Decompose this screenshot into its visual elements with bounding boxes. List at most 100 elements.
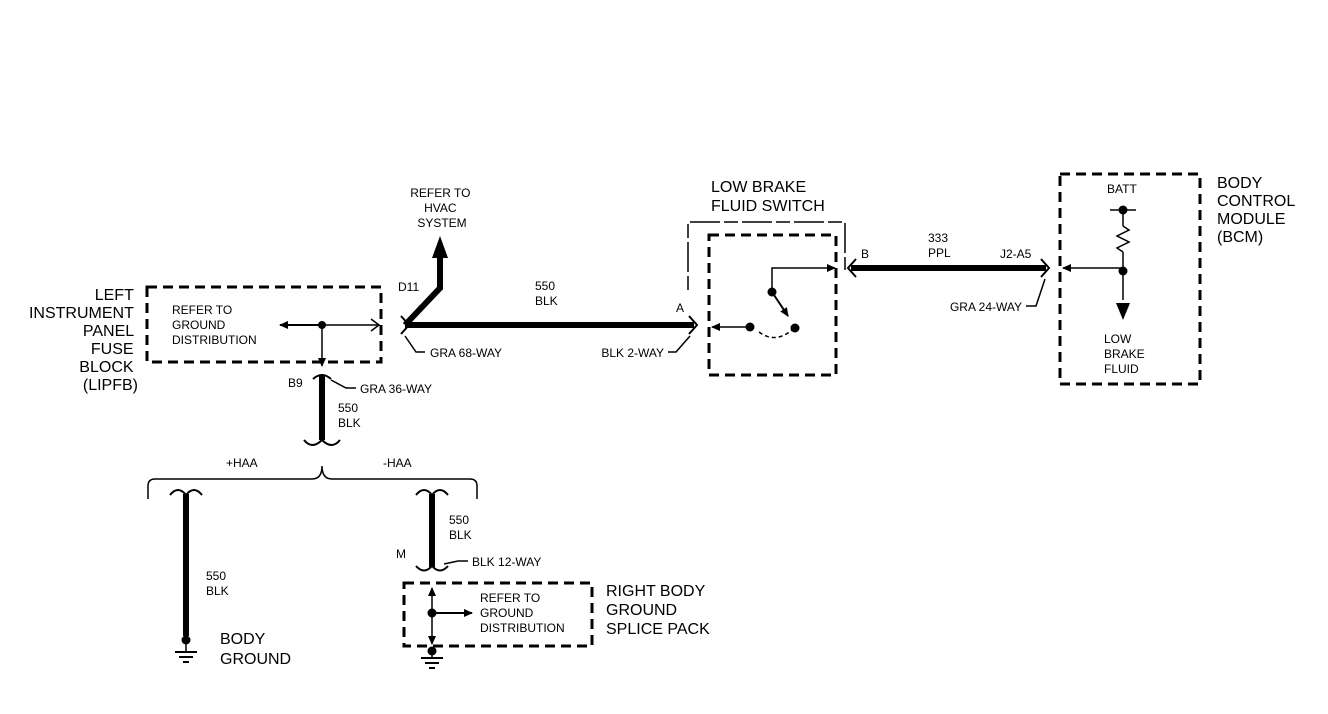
main-wire-550: 550 BLK A BLK 2-WAY [405,279,699,360]
bcm-label-line-2: CONTROL [1217,193,1295,210]
splice-pack-ground-symbol-icon [421,651,443,669]
splice-pack-ref-line-2: GROUND [480,606,534,620]
bcm-wire-color: PPL [928,246,951,260]
option-bracket-line [147,465,478,499]
connector-b-mark [846,258,857,278]
bcm-input-line-3: FLUID [1104,362,1139,376]
right-branch-color: BLK [449,528,472,542]
body-ground-symbol-icon [175,640,197,663]
hvac-ref-line-2: HVAC [424,201,457,215]
main-wire-circuit: 550 [535,279,555,293]
switch-label: LOW BRAKE FLUID SWITCH [711,179,825,215]
hvac-ref-line-3: SYSTEM [417,216,466,230]
switch-dashed-arc [758,329,793,339]
b9-downlead: B9 GRA 36-WAY 550 BLK [288,374,432,446]
splice-pack-label: RIGHT BODY GROUND SPLICE PACK [606,583,710,638]
low-brake-fluid-switch: LOW BRAKE FLUID SWITCH [687,179,846,377]
splice-pack-ref-line-3: DISTRIBUTION [480,621,565,635]
bcm-wire-circuit: 333 [928,231,948,245]
body-ground-branch: 550 BLK BODY GROUND [169,489,291,668]
lipfb-ref-line-1: REFER TO [172,303,232,317]
lipfb-ground-ref-text: REFER TO GROUND DISTRIBUTION [172,303,257,347]
lipfb-label-line-2: INSTRUMENT [29,305,134,322]
gra68-leader [404,335,425,353]
b9-lower-connector-mark [303,438,341,446]
bcm-label-line-3: MODULE [1217,211,1285,228]
plus-haa-label: +HAA [226,456,258,470]
hvac-ref-line-1: REFER TO [410,186,470,200]
bcm-input-line-2: BRAKE [1104,347,1145,361]
b9-wire-circuit: 550 [338,401,358,415]
bcm-input-line-1: LOW [1104,332,1132,346]
blk12-label: BLK 12-WAY [472,555,541,569]
splice-pack-component: REFER TO GROUND DISTRIBUTION RIGHT BODY … [402,581,710,669]
splice-pack-dashed-box [402,581,594,648]
lipfb-label-line-5: BLOCK [79,359,134,376]
splice-pack-label-line-2: GROUND [606,602,677,619]
body-ground-line-2: GROUND [220,651,291,668]
splice-pack-ref-line-1: REFER TO [480,591,540,605]
switch-label-line-1: LOW BRAKE [711,179,806,196]
lipfb-label-line-4: FUSE [91,341,134,358]
left-branch-circuit: 550 [206,569,226,583]
lipfb-ref-line-2: GROUND [172,318,226,332]
lipfb-chevron-right [370,318,381,332]
body-ground-line-1: BODY [220,631,266,648]
bcm-sense-arrowhead [1116,303,1130,320]
blk2-leader [668,335,691,353]
hvac-reference: REFER TO HVAC SYSTEM D11 GRA 68-WAY [398,186,502,360]
gra24-leader [1026,278,1046,307]
b9-label: B9 [288,376,303,390]
bcm-label-line-4: (BCM) [1217,229,1263,246]
left-branch-color: BLK [206,584,229,598]
m-connector-mark [415,564,449,572]
pullup-resistor [1115,225,1131,253]
gra36-label: GRA 36-WAY [360,382,432,396]
option-bracket: +HAA -HAA [147,456,478,499]
main-wire-color: BLK [535,294,558,308]
switch-dashed-box [707,233,838,377]
j2a5-label: J2-A5 [1000,247,1032,261]
bcm-wire-333: B 333 PPL J2-A5 GRA 24-WAY [846,231,1051,314]
m-connector-label: M [396,547,406,561]
connector-a-label: A [676,301,684,315]
splice-pack-branch: 550 BLK M BLK 12-WAY [396,489,541,572]
splice-pack-ref-text: REFER TO GROUND DISTRIBUTION [480,591,565,635]
switch-terminal-left [745,322,755,332]
lipfb-label-line-3: PANEL [83,323,134,340]
bcm-input-label: LOW BRAKE FLUID [1104,332,1148,376]
hvac-wire [402,250,443,328]
bcm-component: BODY CONTROL MODULE (BCM) BATT LOW BRAKE… [1058,172,1299,386]
gra36-leader [330,379,356,389]
blk12-leader [443,560,468,565]
switch-blade [771,291,789,317]
lipfb-label-line-6: (LIPFB) [83,377,138,394]
j2a5-connector-mark [1040,258,1051,278]
splice-pack-label-line-3: SPLICE PACK [606,621,710,638]
hvac-ref-text: REFER TO HVAC SYSTEM [410,186,474,230]
gra68-label: GRA 68-WAY [430,346,502,360]
minus-haa-label: -HAA [383,456,412,470]
body-ground-label: BODY GROUND [220,631,291,668]
lipfb-dashed-box [145,285,383,364]
lipfb-component: LEFT INSTRUMENT PANEL FUSE BLOCK (LIPFB)… [29,285,383,394]
bcm-label: BODY CONTROL MODULE (BCM) [1217,175,1299,246]
lipfb-ref-line-3: DISTRIBUTION [172,333,257,347]
b9-wire-color: BLK [338,416,361,430]
d11-connector-label: D11 [398,280,419,294]
switch-terminal-right [790,323,800,333]
connector-a-mark [688,315,699,335]
lipfb-label: LEFT INSTRUMENT PANEL FUSE BLOCK (LIPFB) [29,287,138,394]
blk2-label: BLK 2-WAY [601,346,664,360]
right-branch-circuit: 550 [449,513,469,527]
connector-b-label: B [861,247,869,261]
batt-label: BATT [1107,182,1137,196]
hvac-arrowhead [432,236,448,258]
lipfb-label-line-1: LEFT [95,287,134,304]
bcm-label-line-1: BODY [1217,175,1263,192]
splice-pack-label-line-1: RIGHT BODY [606,583,706,600]
switch-label-line-2: FLUID SWITCH [711,198,825,215]
bcm-dashed-box [1058,172,1202,386]
switch-outline-bracket [687,221,846,290]
